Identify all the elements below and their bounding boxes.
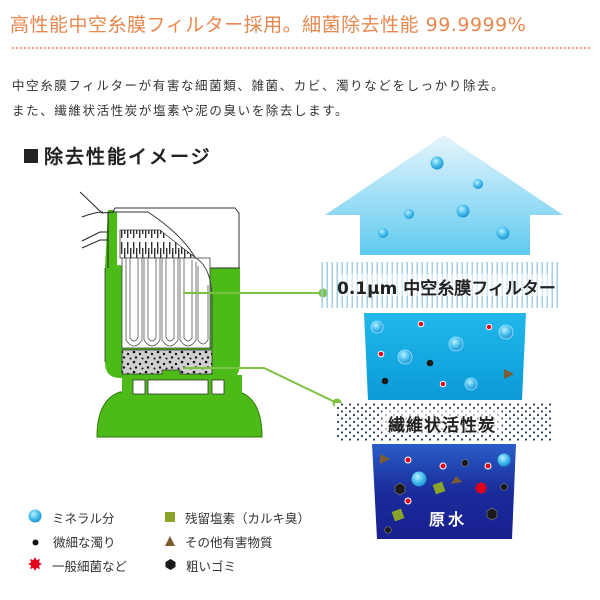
- bacteria-burst-icon: [28, 557, 42, 574]
- legend-label: 微細な濁り: [53, 535, 116, 550]
- carbon-label: 繊維状活性炭: [388, 416, 496, 436]
- mid-water-particles: [370, 320, 514, 391]
- legend-item-bacteria: 一般細菌など: [28, 556, 127, 575]
- legend-item-coarse-debris: 粗いゴミ: [165, 556, 236, 575]
- fine-turbidity-dot-icon: [32, 534, 39, 549]
- legend-item-residual-chlorine: 残留塩素（カルキ臭）: [165, 508, 310, 527]
- leader-lines: [183, 292, 338, 404]
- raw-water-label: 原水: [429, 510, 468, 529]
- description-line-2: また、繊維状活性炭が塩素や泥の臭いを除去します。: [12, 103, 350, 118]
- clean-water-arrow: [325, 135, 563, 255]
- raw-water-particles: [380, 453, 511, 534]
- legend-label: その他有害物質: [185, 535, 273, 550]
- legend-label: 粗いゴミ: [186, 559, 237, 574]
- mineral-bubbles-clean: [378, 156, 510, 240]
- legend-label: ミネラル分: [52, 511, 115, 526]
- title-divider: [12, 47, 590, 49]
- page-title: 高性能中空糸膜フィルター採用。細菌除去性能 99.9999%: [10, 14, 527, 36]
- section-title: 除去性能イメージ: [24, 142, 212, 169]
- legend-label: 残留塩素（カルキ臭）: [185, 511, 311, 526]
- filtered-water-box: [364, 313, 526, 400]
- legend-item-harmful: その他有害物質: [165, 532, 273, 551]
- harmful-substance-triangle-icon: [165, 534, 175, 549]
- section-title-text: 除去性能イメージ: [44, 146, 212, 168]
- water-purifier-cross-section: [79, 191, 263, 438]
- description-line-1: 中空糸膜フィルターが有害な細菌類、雑菌、カビ、濁りなどをしっかり除去。: [12, 78, 506, 93]
- coarse-debris-hexagon-icon: [165, 558, 176, 573]
- legend-label: 一般細菌など: [52, 559, 128, 574]
- residual-chlorine-square-icon: [165, 510, 175, 525]
- legend-item-mineral: ミネラル分: [28, 508, 115, 527]
- filter-label: 0.1μm 中空糸膜フィルター: [337, 279, 556, 299]
- mineral-bubble-icon: [28, 509, 42, 526]
- square-bullet-icon: [24, 149, 38, 163]
- legend-item-fine-turbidity: 微細な濁り: [28, 532, 116, 551]
